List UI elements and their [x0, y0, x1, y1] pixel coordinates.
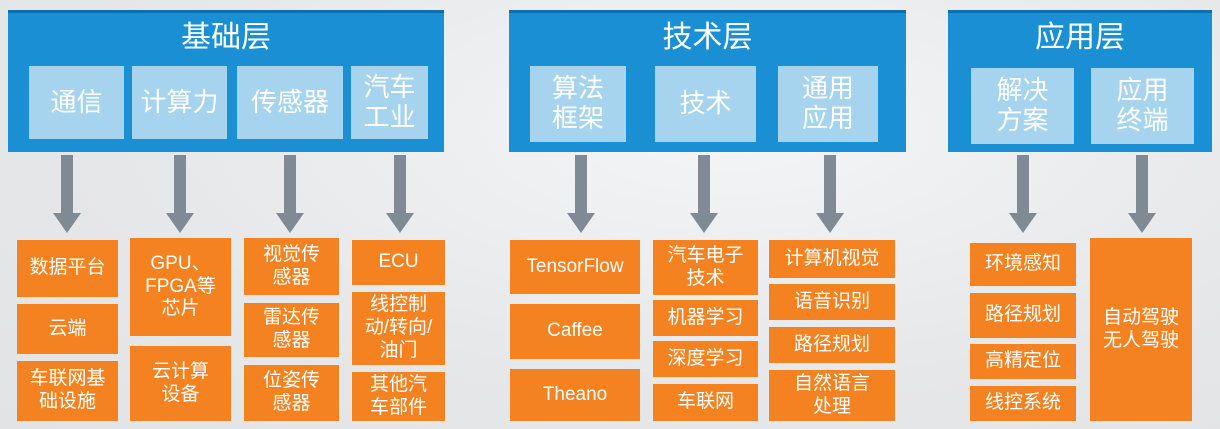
layer-title: 应用层 [1035, 21, 1125, 54]
detail-box: 车联网基 础设施 [17, 361, 118, 421]
sub-item-computing: 计算力 [132, 66, 227, 139]
sub-item-auto-industry: 汽车 工业 [351, 66, 428, 139]
detail-box: Caffee [510, 304, 640, 359]
sub-item-communication: 通信 [29, 66, 124, 139]
layer-title: 基础层 [181, 21, 271, 54]
detail-box: ECU [352, 240, 445, 285]
arrow-down-icon [1009, 155, 1037, 233]
detail-box: 线控制 动/转向/ 油门 [352, 292, 445, 365]
detail-box: 雷达传 感器 [244, 303, 339, 357]
arrow-down-icon [1128, 155, 1156, 233]
sub-item-sensors: 传感器 [237, 66, 343, 139]
layer-application: 应用层 解决 方案 应用 终端 [948, 10, 1212, 152]
arrow-down-icon [276, 155, 304, 233]
detail-box: 路径规划 [970, 293, 1076, 338]
detail-box: 环境感知 [970, 243, 1076, 286]
detail-box: 深度学习 [653, 341, 758, 377]
arrow-down-icon [53, 155, 81, 233]
detail-box: 汽车电子 技术 [653, 240, 758, 295]
layer-title: 技术层 [662, 21, 753, 54]
arrow-down-icon [690, 155, 718, 233]
detail-box: 云计算 设备 [130, 346, 231, 421]
arrow-down-icon [166, 155, 194, 233]
arrow-down-icon [386, 155, 414, 233]
detail-box: 云端 [17, 304, 118, 354]
layer-technology: 技术层 算法 框架 技术 通用 应用 [509, 10, 906, 152]
detail-box: 计算机视觉 [769, 240, 895, 278]
detail-box: 语音识别 [769, 284, 895, 320]
layer-foundation: 基础层 通信 计算力 传感器 汽车 工业 [8, 10, 444, 152]
arrow-down-icon [567, 155, 595, 233]
detail-box: 路径规划 [769, 327, 895, 363]
sub-item-algorithm-framework: 算法 框架 [530, 66, 626, 142]
detail-box: 位姿传 感器 [244, 365, 339, 421]
sub-item-app-terminal: 应用 终端 [1091, 68, 1194, 144]
sub-item-general-application: 通用 应用 [778, 66, 878, 142]
detail-box: 机器学习 [653, 300, 758, 336]
detail-box: 车联网 [653, 384, 758, 421]
detail-box-large: 自动驾驶 无人驾驶 [1090, 238, 1192, 421]
sub-item-technology: 技术 [655, 66, 756, 142]
detail-box: 视觉传 感器 [244, 238, 339, 295]
detail-box: 数据平台 [17, 240, 118, 297]
detail-box: 其他汽 车部件 [352, 372, 445, 421]
detail-box: Theano [510, 369, 640, 421]
detail-box: 自然语言 处理 [769, 370, 895, 421]
detail-box: 高精定位 [970, 344, 1076, 379]
detail-box: GPU、 FPGA等 芯片 [130, 238, 231, 336]
arrow-down-icon [816, 155, 844, 233]
sub-item-solutions: 解决 方案 [971, 68, 1074, 144]
detail-box: 线控系统 [970, 386, 1076, 421]
detail-box: TensorFlow [510, 240, 640, 294]
